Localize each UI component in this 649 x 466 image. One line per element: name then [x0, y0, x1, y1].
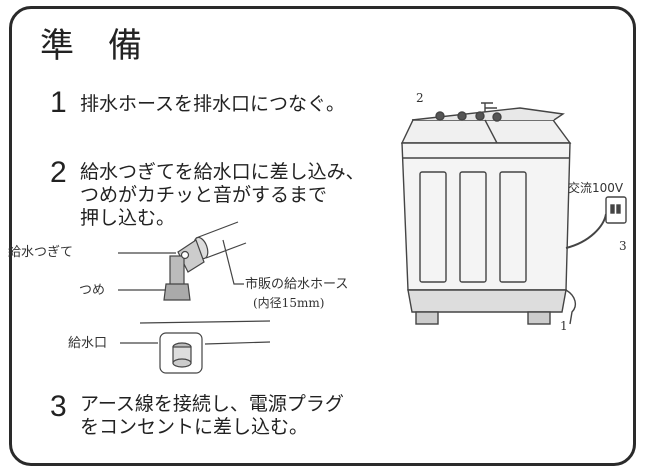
knob-4	[492, 112, 502, 122]
panel-left	[419, 171, 447, 283]
callout-3: 3	[619, 239, 627, 253]
water-fitting-diagram	[118, 221, 271, 374]
panel-right	[499, 171, 527, 283]
knob-2	[457, 111, 467, 121]
power-label: 交流100V	[568, 181, 624, 195]
step-2-line2: つめがカチッと音がするまで	[80, 184, 328, 206]
callout-1: 1	[560, 319, 568, 333]
panel-middle	[459, 171, 487, 283]
washing-machine-illustration	[400, 102, 627, 325]
leader-hose	[222, 239, 244, 285]
step-1-text: 排水ホースを排水口につなぐ。	[80, 93, 346, 115]
outlet-slot-right	[616, 204, 621, 214]
step-3-line1: アース線を接続し、電源プラグ	[80, 393, 344, 415]
label-inlet: 給水口	[68, 336, 108, 351]
label-claw: つめ	[79, 283, 106, 298]
wall-outlet	[605, 196, 627, 224]
machine-top	[400, 119, 572, 144]
claw-body	[163, 283, 191, 301]
step-2-number: 2	[50, 156, 67, 189]
label-hose-size: (内径15mm)	[253, 296, 325, 310]
step-2-line1: 給水つぎてを給水口に差し込み、	[80, 161, 365, 183]
label-fitting: 給水つぎて	[8, 245, 74, 260]
step-3-line2: をコンセントに差し込む。	[80, 416, 309, 438]
power-cord	[565, 213, 607, 249]
inlet-upper-line	[139, 320, 271, 324]
step-1-number: 1	[50, 86, 67, 119]
knob-1	[435, 111, 445, 121]
inlet-right-line	[204, 341, 271, 345]
fitting-dot	[180, 250, 190, 260]
machine-lid	[411, 107, 565, 121]
callout-2: 2	[416, 91, 424, 105]
machine-base	[407, 289, 567, 313]
foot-left	[415, 311, 439, 325]
hose-top-edge	[195, 221, 239, 239]
drain-hose	[565, 289, 577, 325]
lid-divider	[484, 119, 499, 146]
outlet-slot-left	[610, 204, 615, 214]
page-title: 準備	[40, 26, 176, 66]
step-3-number: 3	[50, 390, 67, 423]
foot-right	[527, 311, 551, 325]
knob-3	[475, 111, 485, 121]
label-hose: 市販の給水ホース	[245, 277, 349, 292]
step-2-line3: 押し込む。	[80, 207, 176, 229]
inlet-cap-bottom	[172, 358, 192, 368]
